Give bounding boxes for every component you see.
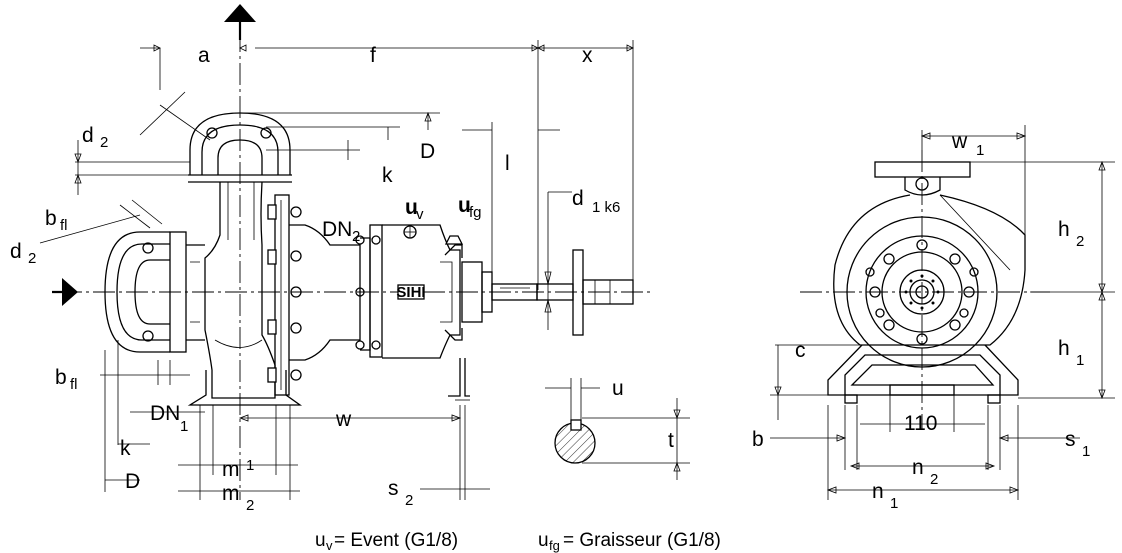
svg-text:1 k6: 1 k6 xyxy=(592,199,620,216)
label-u: u xyxy=(612,377,624,400)
grease-nipple-icon xyxy=(444,235,464,245)
label-a: a xyxy=(198,44,210,67)
label-w1: w xyxy=(951,130,968,153)
label-D-bottom: D xyxy=(125,470,140,493)
pump-casing xyxy=(204,181,276,399)
svg-text:fl: fl xyxy=(60,217,68,234)
svg-text:1: 1 xyxy=(246,457,254,474)
label-ufg: u xyxy=(458,194,471,217)
label-m1: m xyxy=(222,458,240,481)
label-n1: n xyxy=(872,480,884,503)
svg-text:2: 2 xyxy=(246,497,254,514)
end-view-discharge-flange xyxy=(874,161,971,178)
label-l: l xyxy=(505,152,510,175)
label-k-top: k xyxy=(382,164,393,187)
svg-text:fg: fg xyxy=(469,204,482,221)
svg-text:1: 1 xyxy=(1076,352,1084,369)
svg-text:2: 2 xyxy=(352,228,360,245)
legend-uv-text: = Event (G1/8) xyxy=(334,530,458,551)
svg-text:2: 2 xyxy=(930,471,938,488)
label-m2: m xyxy=(222,482,240,505)
bearing-bracket xyxy=(289,224,361,361)
svg-text:2: 2 xyxy=(405,492,413,509)
label-b: b xyxy=(752,428,764,451)
end-view: w 1 h 2 h 1 c b 110 xyxy=(752,125,1115,512)
label-s1: s xyxy=(1065,428,1076,451)
svg-text:fg: fg xyxy=(549,538,560,553)
label-bfl-top: b xyxy=(45,207,57,230)
label-k-bottom: k xyxy=(120,437,131,460)
label-DN2: DN xyxy=(322,218,352,241)
svg-text:1: 1 xyxy=(976,142,984,159)
label-DN1: DN xyxy=(150,402,180,425)
end-view-volute xyxy=(833,194,1026,346)
label-h2: h xyxy=(1058,218,1070,241)
svg-text:v: v xyxy=(326,538,333,553)
coupling-disc xyxy=(572,249,584,336)
label-D-top: D xyxy=(420,140,435,163)
side-view: SIHI a f x xyxy=(10,4,650,514)
svg-text:1: 1 xyxy=(890,495,898,512)
pump-foot xyxy=(187,370,303,406)
label-f: f xyxy=(370,44,376,67)
svg-text:v: v xyxy=(416,206,424,223)
label-110: 110 xyxy=(904,412,937,435)
label-d1: d xyxy=(572,187,584,210)
svg-text:2: 2 xyxy=(100,134,108,151)
label-uv: u xyxy=(405,196,418,219)
legend-ufg-text: = Graisseur (G1/8) xyxy=(563,530,721,551)
label-d2-top: d xyxy=(82,124,94,147)
label-h1: h xyxy=(1058,337,1070,360)
casing-cover-flange xyxy=(274,194,290,396)
bearing-housing xyxy=(369,224,383,358)
label-c: c xyxy=(795,339,806,362)
label-bfl-bottom: b xyxy=(55,366,67,389)
label-s2: s xyxy=(388,477,399,500)
svg-text:2: 2 xyxy=(1076,233,1084,250)
keyway-section: u t xyxy=(545,377,690,480)
svg-text:1: 1 xyxy=(1082,443,1090,460)
suction-flange xyxy=(104,231,170,353)
label-n2: n xyxy=(912,456,924,479)
svg-text:fl: fl xyxy=(70,376,78,393)
svg-text:2: 2 xyxy=(28,250,36,267)
legend-uv: u xyxy=(315,530,326,551)
discharge-arrow-icon xyxy=(224,4,256,22)
legend-ufg: u xyxy=(538,530,549,551)
legend: u v = Event (G1/8) u fg = Graisseur (G1/… xyxy=(315,530,721,553)
label-x: x xyxy=(582,44,593,67)
end-view-foot xyxy=(827,344,1019,396)
svg-text:1: 1 xyxy=(180,418,188,435)
label-w: w xyxy=(335,408,352,431)
manufacturer-logo: SIHI xyxy=(396,284,425,301)
label-t: t xyxy=(668,429,674,452)
label-d2-left: d xyxy=(10,240,22,263)
